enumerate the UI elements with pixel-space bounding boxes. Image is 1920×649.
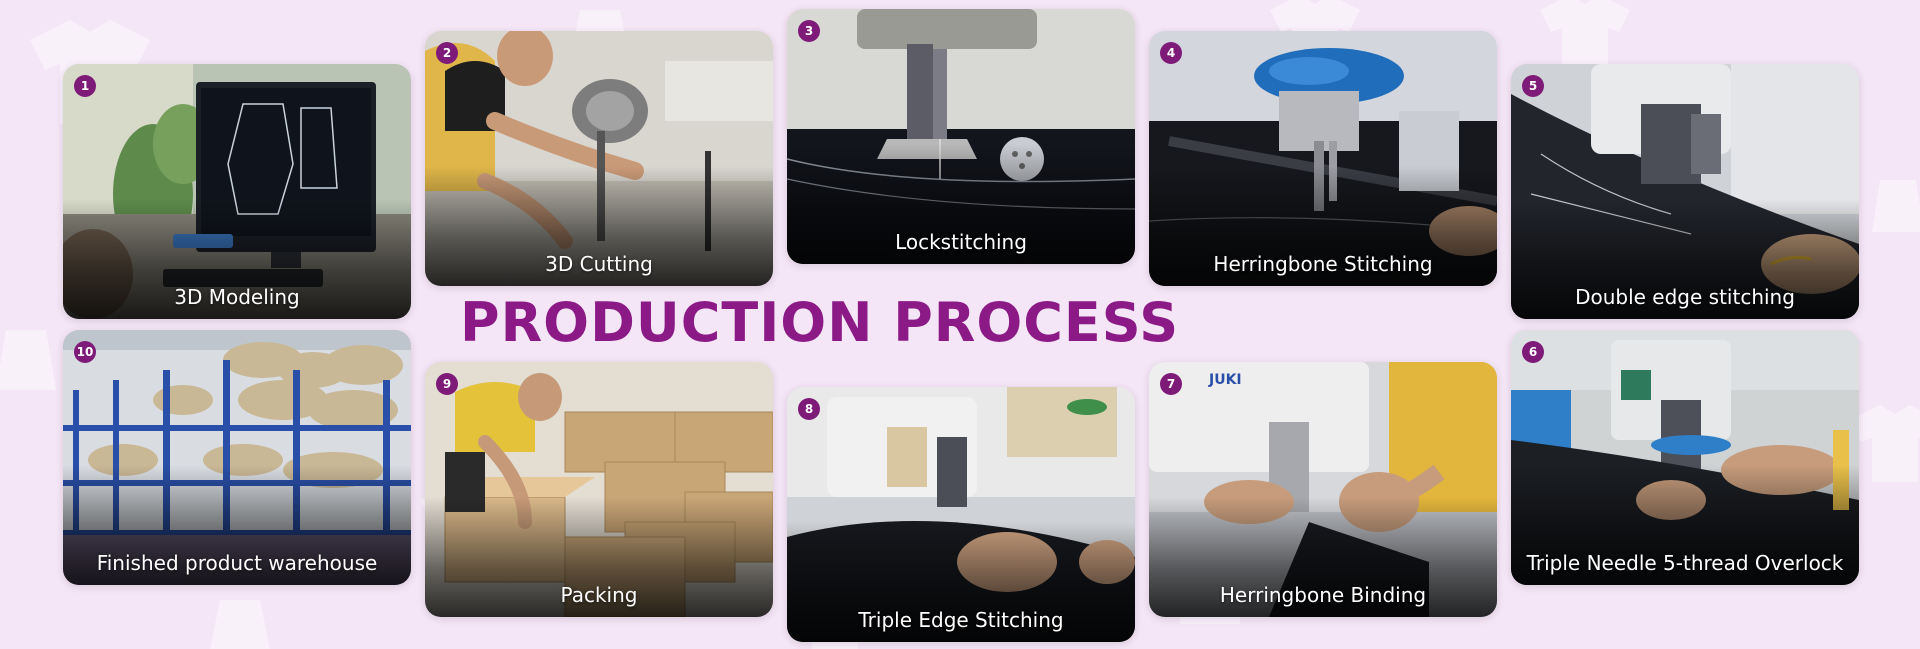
caption-shade [63,465,411,585]
caption-shade [425,497,773,617]
step-card-lockstitching: 3 Lockstitching [787,9,1135,264]
step-caption: Packing [560,583,638,607]
caption-shade [1511,199,1859,319]
step-caption: Double edge stitching [1575,285,1795,309]
step-card-triple-needle-overlock: 6 Triple Needle 5-thread Overlock [1511,330,1859,585]
caption-shade [425,166,773,286]
step-number-badge: 8 [798,398,820,420]
caption-shade [1149,497,1497,617]
step-number-badge: 3 [798,20,820,42]
step-caption: Herringbone Stitching [1213,252,1433,276]
step-card-3d-modeling: 1 3D Modeling [63,64,411,319]
step-card-herringbone-stitching: 4 Herringbone Stitching [1149,31,1497,286]
step-caption: Lockstitching [895,230,1027,254]
caption-shade [1149,166,1497,286]
svg-text:JUKI: JUKI [1208,372,1242,388]
caption-shade [1511,465,1859,585]
page-title: PRODUCTION PROCESS [460,291,1180,354]
step-number-badge: 4 [1160,42,1182,64]
step-number-badge: 2 [436,42,458,64]
step-caption: 3D Modeling [174,285,300,309]
caption-shade [63,199,411,319]
step-card-triple-edge-stitching: 8 Triple Edge Stitching [787,387,1135,642]
step-number-badge: 5 [1522,75,1544,97]
step-caption: Herringbone Binding [1219,583,1427,607]
step-caption: 3D Cutting [545,252,653,276]
caption-shade [787,144,1135,264]
caption-shade [787,522,1135,642]
step-card-finished-product-warehouse: 10 Finished product warehouse [63,330,411,585]
step-caption: Triple Needle 5-thread Overlock [1526,551,1844,575]
step-card-double-edge-stitching: 5 Double edge stitching [1511,64,1859,319]
step-number-badge: 7 [1160,373,1182,395]
step-number-badge: 10 [74,341,96,363]
step-card-packing: 9 Packing [425,362,773,617]
step-caption: Finished product warehouse [96,551,378,575]
step-card-herringbone-binding: JUKI 7 Herringbone Binding [1149,362,1497,617]
step-card-3d-cutting: 2 3D Cutting [425,31,773,286]
step-number-badge: 6 [1522,341,1544,363]
step-caption: Triple Edge Stitching [858,608,1064,632]
step-number-badge: 9 [436,373,458,395]
step-number-badge: 1 [74,75,96,97]
